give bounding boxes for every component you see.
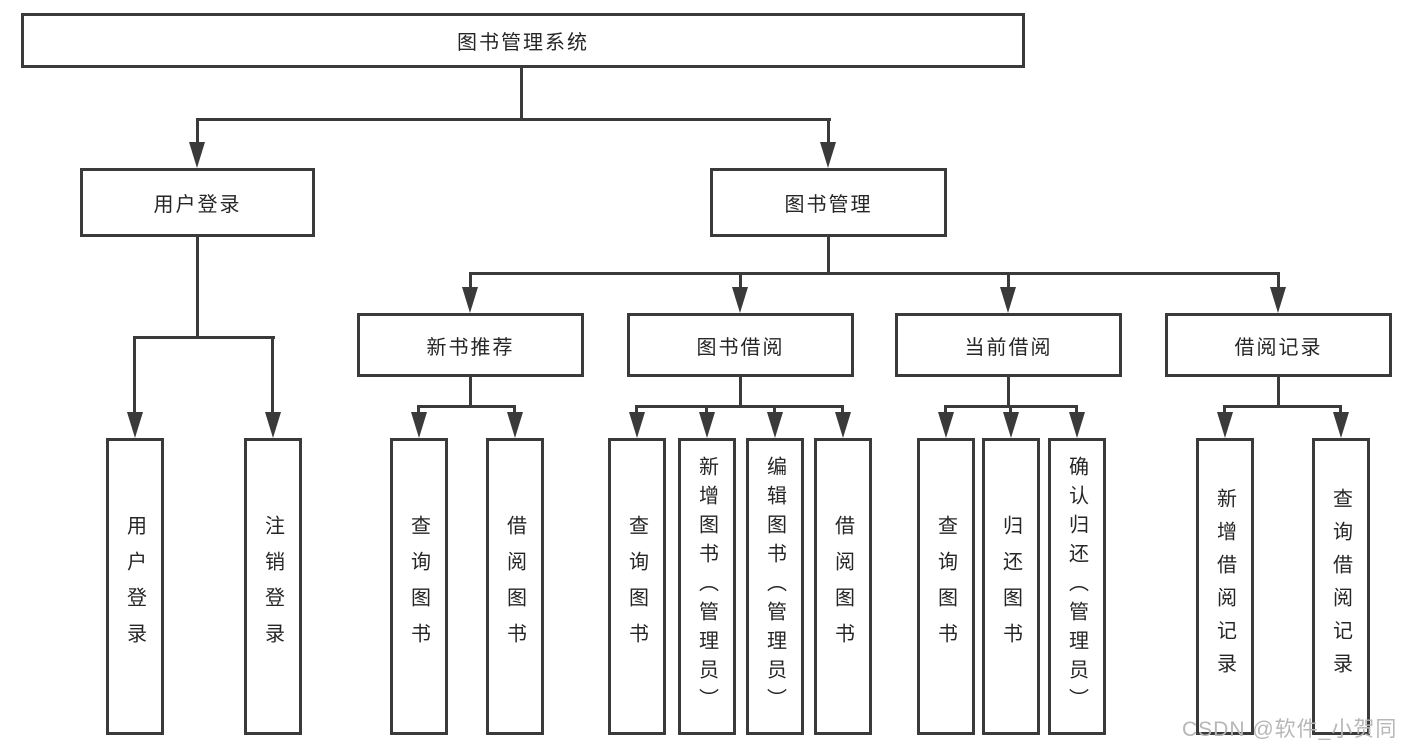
node-label: 用户登录 (153, 194, 242, 216)
node-label: 借阅记录 (1234, 336, 1323, 359)
leaf-add-books-admin: 新增图书（管理员） (678, 438, 736, 735)
arrow-shaft-cb-confirm (1075, 405, 1078, 412)
arrow-shaft-cb-query (944, 405, 947, 412)
arrow-shaft-br-query (1339, 405, 1342, 412)
node-new-book-recommend: 新书推荐 (357, 313, 584, 377)
arrowhead-leaf-user-login (127, 412, 143, 438)
leaf-user-login: 用户登录 (106, 438, 164, 735)
node-label: 图书借阅 (696, 336, 785, 359)
arrowhead-bb-query (629, 412, 645, 438)
node-root-library-system: 图书管理系统 (21, 13, 1025, 68)
arrowhead-nb-borrow (507, 412, 523, 438)
connector-level2-branch (196, 118, 831, 121)
arrow-shaft-bb-edit (773, 405, 776, 412)
leaf-query-books: 查询图书 (608, 438, 666, 735)
arrow-shaft-nb-query (417, 405, 420, 412)
arrowhead-book-management (820, 142, 836, 168)
leaf-edit-books-admin: 编辑图书（管理员） (746, 438, 804, 735)
node-label: 图书管理 (784, 194, 873, 216)
connector-user-login-branch (133, 336, 275, 339)
leaf-label: 借阅图书 (503, 514, 526, 659)
leaf-label: 查询图书 (934, 514, 957, 659)
arrowhead-br-add (1217, 412, 1233, 438)
arrowhead-user-login (189, 142, 205, 168)
leaf-query-books-recommend: 查询图书 (390, 438, 448, 735)
arrow-shaft-cb-return (1009, 405, 1012, 412)
csdn-watermark: CSDN @软件_小贺同学 (1182, 718, 1398, 741)
leaf-borrow-books: 借阅图书 (814, 438, 872, 735)
arrowhead-current-borrow (1000, 287, 1016, 313)
connector-borrow-record-branch (1223, 405, 1342, 408)
arrow-shaft-book-borrow (739, 272, 742, 287)
node-book-borrow: 图书借阅 (627, 313, 854, 377)
connector-user-login-stem (196, 237, 199, 336)
connector-borrow-record-stem (1277, 377, 1280, 405)
arrow-shaft-bb-query (635, 405, 638, 412)
leaf-label: 查询图书 (407, 514, 430, 659)
arrowhead-cb-return (1003, 412, 1019, 438)
connector-current-borrow-stem (1007, 377, 1010, 405)
leaf-query-books-current: 查询图书 (917, 438, 975, 735)
leaf-logout: 注销登录 (244, 438, 302, 735)
arrowhead-leaf-logout (265, 412, 281, 438)
connector-root-stem (520, 68, 523, 118)
arrow-shaft-new-book-recommend (469, 272, 472, 287)
connector-level3-branch (469, 272, 1280, 275)
leaf-label: 归还图书 (999, 514, 1022, 659)
arrowhead-book-borrow (732, 287, 748, 313)
leaf-label: 查询借阅记录 (1329, 487, 1352, 686)
arrowhead-bb-add (699, 412, 715, 438)
leaf-borrow-books-recommend: 借阅图书 (486, 438, 544, 735)
node-label: 新书推荐 (426, 336, 515, 359)
connector-new-book-branch (417, 405, 516, 408)
arrowhead-borrow-record (1270, 287, 1286, 313)
connector-book-management-stem (827, 237, 830, 272)
leaf-label: 注销登录 (261, 514, 284, 659)
arrowhead-bb-edit (767, 412, 783, 438)
leaf-query-borrow-record: 查询借阅记录 (1312, 438, 1370, 735)
leaf-return-books: 归还图书 (982, 438, 1040, 735)
leaf-label: 确认归还（管理员） (1065, 456, 1088, 717)
arrow-shaft-bb-borrow (841, 405, 844, 412)
arrowhead-br-query (1333, 412, 1349, 438)
arrow-shaft-book-management (827, 118, 830, 142)
leaf-label: 用户登录 (123, 514, 146, 659)
arrow-shaft-nb-borrow (513, 405, 516, 412)
node-borrow-record: 借阅记录 (1165, 313, 1392, 377)
leaf-label: 查询图书 (625, 514, 648, 659)
arrow-shaft-user-login (196, 118, 199, 142)
node-current-borrow: 当前借阅 (895, 313, 1122, 377)
leaf-add-borrow-record: 新增借阅记录 (1196, 438, 1254, 735)
node-label: 图书管理系统 (457, 32, 589, 54)
leaf-label: 编辑图书（管理员） (763, 456, 786, 717)
node-user-login: 用户登录 (80, 168, 315, 237)
arrowhead-cb-query (938, 412, 954, 438)
arrow-shaft-bb-add (705, 405, 708, 412)
arrowhead-new-book-recommend (462, 287, 478, 313)
node-book-management: 图书管理 (710, 168, 947, 237)
arrowhead-bb-borrow (835, 412, 851, 438)
arrow-shaft-br-add (1223, 405, 1226, 412)
arrowhead-cb-confirm (1069, 412, 1085, 438)
node-label: 当前借阅 (964, 336, 1053, 359)
leaf-label: 借阅图书 (831, 514, 854, 659)
connector-book-borrow-stem (739, 377, 742, 405)
arrowhead-nb-query (411, 412, 427, 438)
arrow-shaft-borrow-record (1277, 272, 1280, 287)
connector-book-borrow-branch (635, 405, 844, 408)
leaf-label: 新增借阅记录 (1213, 487, 1236, 686)
leaf-label: 新增图书（管理员） (695, 456, 718, 717)
arrow-shaft-leaf-logout (271, 336, 274, 412)
arrow-shaft-current-borrow (1007, 272, 1010, 287)
arrow-shaft-leaf-user-login (133, 336, 136, 412)
leaf-confirm-return-admin: 确认归还（管理员） (1048, 438, 1106, 735)
connector-new-book-stem (469, 377, 472, 405)
